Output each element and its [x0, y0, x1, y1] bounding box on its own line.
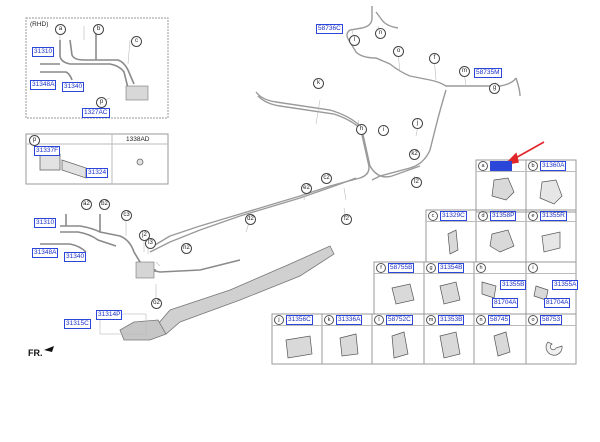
callout-k: k [313, 78, 324, 89]
label-31310-rhd[interactable]: 31310 [32, 47, 55, 57]
callout-c: c [131, 36, 142, 47]
callout-l: l [349, 35, 360, 46]
inset-p-letter: p [29, 135, 40, 146]
grid-cell-letter: o [528, 315, 538, 325]
callout-a2: a2 [81, 199, 92, 210]
callout-n2: n2 [181, 243, 192, 254]
grid-cell-letter: l [374, 315, 384, 325]
label-58735m[interactable]: 58735M [474, 68, 502, 78]
grid-cell-letter: e [528, 211, 538, 221]
grid-cell-letter: c [428, 211, 438, 221]
callout-i: i [378, 125, 389, 136]
front-direction-label: FR. [28, 348, 43, 358]
callout-b2: b2 [99, 199, 110, 210]
grid-cell-part-number[interactable]: 31360A [540, 161, 567, 171]
grid-cell-sub-label[interactable]: 81704A [544, 298, 571, 308]
grid-cell-sub-label[interactable]: 81704A [492, 298, 519, 308]
callout-d2: d2 [245, 214, 256, 225]
grid-cell-part-number[interactable]: 58753 [540, 315, 563, 325]
grid-cell-part-number[interactable]: 31355R [540, 211, 567, 221]
callout-n: n [375, 28, 386, 39]
grid-cell-part-number[interactable]: 31358P [490, 211, 517, 221]
label-58736c[interactable]: 58736C [316, 24, 343, 34]
grid-cell-i[interactable]: i [526, 262, 576, 274]
grid-cell-part-number[interactable]: 58755B [388, 263, 415, 273]
callout-f: f [429, 53, 440, 64]
callout-b: b [93, 24, 104, 35]
label-31340[interactable]: 31340 [64, 252, 87, 262]
grid-cell-sub-label[interactable]: 31355B [500, 280, 527, 290]
callout-k2: k2 [409, 149, 420, 160]
callout-a: a [55, 24, 66, 35]
label-31348a-rhd[interactable]: 31348A [30, 80, 57, 90]
grid-cell-h[interactable]: h [474, 262, 526, 274]
callout-p: p [96, 97, 107, 108]
callout-l2: l2 [411, 177, 422, 188]
grid-cell-part-number[interactable]: 00000 [490, 161, 513, 171]
label-1327ac[interactable]: 1327AC [82, 108, 110, 118]
grid-cell-letter: k [324, 315, 334, 325]
grid-cell-part-number[interactable]: 31353B [438, 315, 465, 325]
label-31348a[interactable]: 31348A [32, 248, 59, 258]
rhd-title: (RHD) [30, 21, 49, 28]
label-31340-rhd[interactable]: 31340 [62, 82, 85, 92]
grid-cell-letter: g [426, 263, 436, 273]
label-31315c[interactable]: 31315C [64, 319, 91, 329]
callout-m: m [459, 66, 470, 77]
callout-o: o [393, 46, 404, 57]
callout-e2: e2 [301, 183, 312, 194]
grid-cell-part-number[interactable]: 31329C [440, 211, 467, 221]
label-31310[interactable]: 31310 [34, 218, 57, 228]
grid-cell-letter: b [528, 161, 538, 171]
grid-cell-letter: a [478, 161, 488, 171]
grid-cell-letter: j [274, 315, 284, 325]
label-31324[interactable]: 31324 [86, 168, 109, 178]
callout-h: h [356, 124, 367, 135]
grid-cell-letter: m [426, 315, 436, 325]
grid-cell-part-number[interactable]: 31336A [336, 315, 363, 325]
callout-g: g [489, 83, 500, 94]
callout-l3: l3 [145, 238, 156, 249]
callout-j2: j2 [139, 230, 150, 241]
callout-f2: f2 [341, 214, 352, 225]
callout-c3: c3 [121, 210, 132, 221]
grid-cell-part-number[interactable]: 31356C [286, 315, 313, 325]
label-31314p[interactable]: 31314P [96, 310, 123, 320]
grid-cell-sub-label[interactable]: 31355A [552, 280, 579, 290]
grid-cell-part-number[interactable]: 58745 [488, 315, 511, 325]
callout-j: j [412, 118, 423, 129]
label-31337f[interactable]: 31337F [34, 146, 61, 156]
grid-cell-letter: f [376, 263, 386, 273]
grid-cell-part-number[interactable]: 31354B [438, 263, 465, 273]
callout-o2: o2 [151, 298, 162, 309]
callout-c2: c2 [321, 173, 332, 184]
grid-cell-letter: h [476, 263, 486, 273]
grid-cell-letter: n [476, 315, 486, 325]
grid-cell-letter: d [478, 211, 488, 221]
grid-cell-letter: i [528, 263, 538, 273]
inset-p-part-label[interactable]: 1338AD [126, 136, 150, 143]
grid-cell-part-number[interactable]: 58752C [386, 315, 413, 325]
